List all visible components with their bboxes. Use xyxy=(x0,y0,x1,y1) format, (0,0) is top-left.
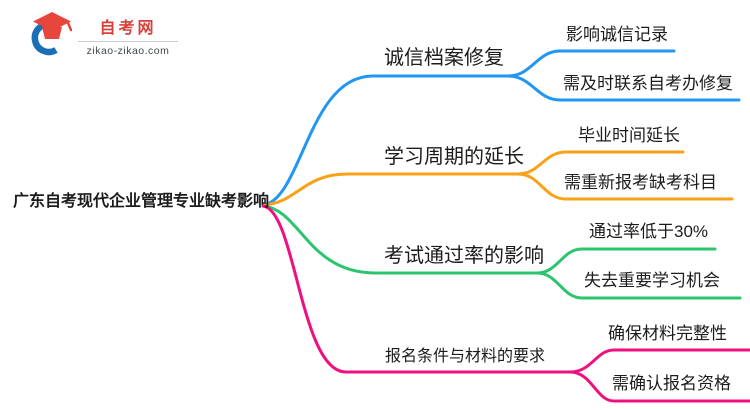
branch1-main-line xyxy=(261,74,510,207)
site-url: zikao-zikao.com xyxy=(86,44,170,57)
subtopic-contact-office-to-repair: 需及时联系自考办修复 xyxy=(563,74,733,93)
branch-label-credit-file-repair: 诚信档案修复 xyxy=(384,47,504,69)
branch1-child1-line xyxy=(506,49,676,78)
branch-label-pass-rate-impact: 考试通过率的影响 xyxy=(384,245,544,267)
subtopic-graduation-delayed: 毕业时间延长 xyxy=(578,126,680,145)
site-name: 自考网 xyxy=(99,19,157,37)
subtopic-confirm-eligibility: 需确认报名资格 xyxy=(612,374,731,393)
branch3-main-line xyxy=(261,204,539,275)
branch2-child1-line xyxy=(516,150,685,176)
subtopic-affects-credit-record: 影响诚信记录 xyxy=(566,25,668,44)
subtopic-reapply-missed-subjects: 需重新报考缺考科目 xyxy=(564,173,717,192)
logo-text: 自考网 zikao-zikao.com xyxy=(78,14,178,57)
branch1-child2-line xyxy=(506,74,741,102)
branch3-child1-line xyxy=(535,247,717,275)
subtopic-pass-rate-below-30: 通过率低于30% xyxy=(589,222,709,241)
branch-label-registration-requirements: 报名条件与材料的要求 xyxy=(385,348,546,365)
site-logo: 自考网 zikao-zikao.com xyxy=(26,10,178,60)
subtopic-ensure-material-completeness: 确保材料完整性 xyxy=(608,324,727,343)
branch2-main-line xyxy=(261,172,520,207)
logo-divider xyxy=(78,40,178,42)
branch4-main-line xyxy=(261,204,572,374)
branch-label-study-cycle-extension: 学习周期的延长 xyxy=(384,146,524,168)
branch4-child1-line xyxy=(568,348,750,374)
branch3-child2-line xyxy=(535,271,742,300)
root-topic: 广东自考现代企业管理专业缺考影响 xyxy=(13,193,270,210)
branch4-child2-line xyxy=(568,370,750,403)
branch2-child2-line xyxy=(516,172,734,201)
subtopic-lose-learning-opportunity: 失去重要学习机会 xyxy=(584,271,720,290)
graduation-cap-icon xyxy=(31,12,72,56)
